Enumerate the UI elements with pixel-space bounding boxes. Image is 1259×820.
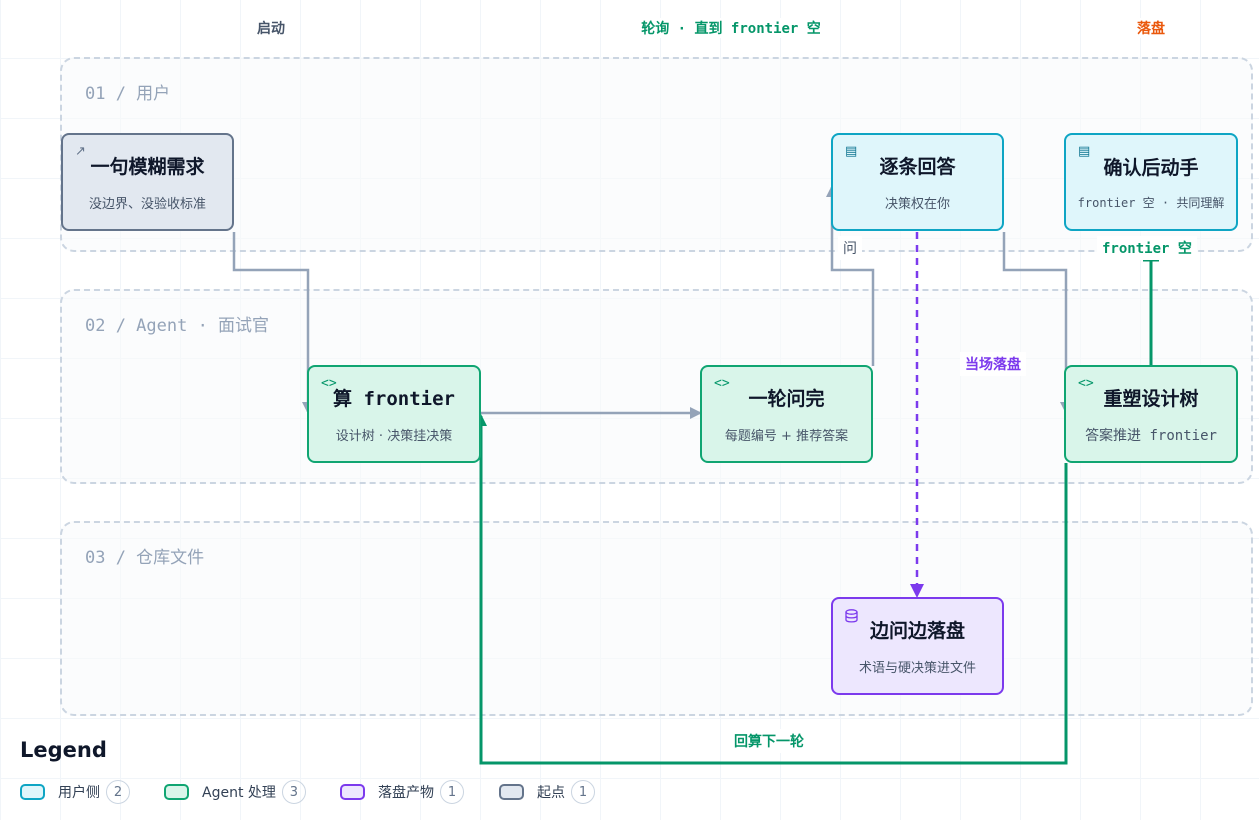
- code-brackets-icon: <>: [321, 376, 337, 391]
- legend-item-agent: Agent 处理 3: [164, 779, 306, 805]
- column-header-loop: 轮询 · 直到 frontier 空: [635, 18, 827, 38]
- edge-label-land-now: 当场落盘: [960, 352, 1026, 376]
- legend-item-user: 用户侧 2: [20, 779, 130, 805]
- legend-label-user: 用户侧: [58, 785, 100, 801]
- legend-swatch-file: [340, 784, 365, 800]
- edge-answer-to-reshape: [1002, 232, 1072, 414]
- node-ask-round-sub: 每题编号 + 推荐答案: [724, 429, 849, 444]
- edge-reshape-to-frontier-loop: [475, 414, 1068, 765]
- external-link-icon: ↗︎: [75, 144, 86, 159]
- legend-count-user: 2: [106, 780, 130, 804]
- lane-label-user: 01 / 用户: [85, 84, 171, 104]
- lane-agent: 02 / Agent · 面试官: [60, 289, 1253, 484]
- legend-item-start: 起点 1: [499, 779, 595, 805]
- code-brackets-icon: <>: [714, 376, 730, 391]
- edge-label-ask: 问: [838, 236, 862, 260]
- node-confirm-start[interactable]: ▤ 确认后动手 frontier 空 · 共同理解: [1064, 133, 1238, 231]
- node-answer-each-sub: 决策权在你: [884, 197, 950, 212]
- code-brackets-icon: <>: [1078, 376, 1094, 391]
- node-vague-request[interactable]: ↗︎ 一句模糊需求 没边界、没验收标准: [61, 133, 234, 231]
- lane-files: 03 / 仓库文件: [60, 521, 1253, 716]
- node-vague-request-sub: 没边界、没验收标准: [88, 197, 206, 212]
- edge-request-to-frontier: [232, 232, 314, 414]
- node-reshape-tree[interactable]: <> 重塑设计树 答案推进 frontier: [1064, 365, 1238, 463]
- edge-label-frontier-empty: frontier 空: [1097, 236, 1197, 260]
- legend-count-file: 1: [440, 780, 464, 804]
- database-icon: [845, 609, 858, 626]
- node-vague-request-title: 一句模糊需求: [90, 156, 205, 178]
- legend-label-agent: Agent 处理: [202, 785, 276, 801]
- node-ask-round[interactable]: <> 一轮问完 每题编号 + 推荐答案: [700, 365, 873, 463]
- node-ask-round-title: 一轮问完: [748, 388, 825, 410]
- node-record-as-asked[interactable]: 边问边落盘 术语与硬决策进文件: [831, 597, 1004, 695]
- column-header-land: 落盘: [1131, 18, 1171, 38]
- node-record-as-asked-sub: 术语与硬决策进文件: [858, 661, 976, 676]
- node-answer-each[interactable]: ▤ 逐条回答 决策权在你: [831, 133, 1004, 231]
- legend-swatch-agent: [164, 784, 189, 800]
- legend-swatch-start: [499, 784, 524, 800]
- node-reshape-tree-sub: 答案推进 frontier: [1085, 427, 1217, 444]
- node-confirm-start-title: 确认后动手: [1103, 157, 1199, 179]
- lane-label-files: 03 / 仓库文件: [85, 548, 205, 568]
- legend-title: Legend: [20, 738, 107, 762]
- lane-label-agent: 02 / Agent · 面试官: [85, 316, 270, 336]
- legend-swatch-user: [20, 784, 45, 800]
- node-reshape-tree-title: 重塑设计树: [1103, 387, 1199, 410]
- legend-label-start: 起点: [537, 785, 565, 801]
- edge-label-next-round: 回算下一轮: [729, 729, 809, 753]
- node-compute-frontier[interactable]: <> 算 frontier 设计树 · 决策挂决策: [307, 365, 481, 463]
- legend-count-agent: 3: [281, 780, 306, 804]
- legend-label-file: 落盘产物: [378, 785, 434, 801]
- node-compute-frontier-sub: 设计树 · 决策挂决策: [335, 429, 453, 444]
- lane-user: 01 / 用户: [60, 57, 1253, 252]
- node-compute-frontier-title: 算 frontier: [333, 388, 455, 410]
- window-icon: ▤: [1078, 144, 1091, 159]
- window-icon: ▤: [845, 144, 858, 159]
- edge-ask-round-to-answer: [826, 185, 875, 366]
- legend-count-start: 1: [571, 780, 595, 804]
- node-record-as-asked-title: 边问边落盘: [869, 620, 965, 642]
- column-header-start: 启动: [251, 18, 291, 38]
- legend-item-file: 落盘产物 1: [340, 779, 464, 805]
- node-confirm-start-sub: frontier 空 · 共同理解: [1077, 196, 1225, 210]
- node-answer-each-title: 逐条回答: [879, 156, 956, 178]
